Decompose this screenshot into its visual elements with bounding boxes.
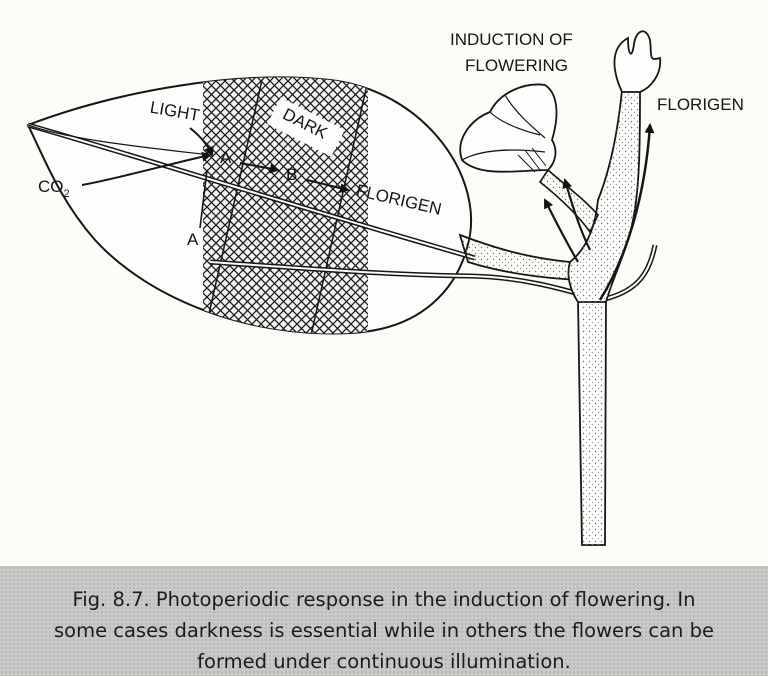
label-b: B bbox=[286, 165, 297, 184]
label-induction-line1: INDUCTION OF bbox=[450, 30, 573, 49]
top-bud bbox=[613, 30, 662, 93]
figure-caption: Fig. 8.7. Photoperiodic response in the … bbox=[0, 584, 768, 677]
caption-background bbox=[0, 566, 768, 676]
flower-branch bbox=[538, 168, 599, 234]
photoperiod-diagram: LIGHT DARK CO2 A B A FLORIGEN FLORIGEN I… bbox=[26, 30, 744, 546]
label-co2-sub: 2 bbox=[64, 188, 70, 200]
caption-line-3: formed under continuous illumination. bbox=[197, 650, 571, 673]
label-induction-line2: FLOWERING bbox=[465, 56, 568, 75]
label-co2-main: CO bbox=[38, 177, 64, 196]
petiole bbox=[458, 233, 582, 281]
label-a-bottom: A bbox=[187, 230, 199, 249]
label-co2: CO2 bbox=[38, 177, 70, 200]
caption-line-1: Fig. 8.7. Photoperiodic response in the … bbox=[72, 588, 696, 611]
label-florigen-stem: FLORIGEN bbox=[657, 95, 744, 114]
caption-line-2: some cases darkness is essential while i… bbox=[53, 619, 714, 642]
flower bbox=[459, 83, 558, 173]
label-a-top: A bbox=[220, 148, 232, 167]
